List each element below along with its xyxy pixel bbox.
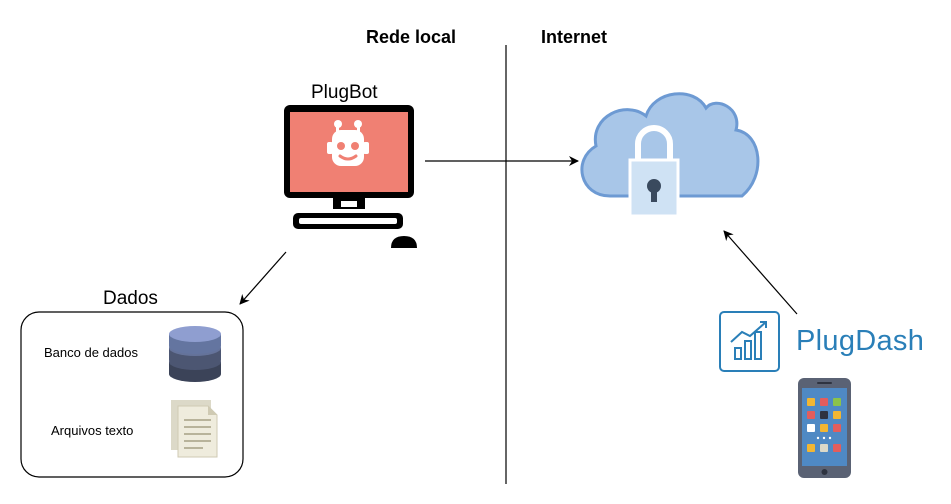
plugbot-label: PlugBot <box>311 82 378 103</box>
arrow-plugbot-to-dados <box>239 251 287 305</box>
dados-label: Dados <box>103 288 158 309</box>
text-file-icon <box>171 400 218 458</box>
header-local-network: Rede local <box>366 27 457 47</box>
text-files-label: Arquivos texto <box>51 423 134 438</box>
chart-logo-icon <box>719 311 780 372</box>
robot-computer-icon <box>284 105 417 248</box>
plugdash-label: PlugDash <box>796 325 925 357</box>
arrow-plugdash-to-cloud <box>723 230 798 315</box>
smartphone-icon <box>798 378 851 478</box>
secure-cloud-icon <box>580 92 760 218</box>
header-internet: Internet <box>541 27 608 47</box>
database-icon <box>169 326 221 382</box>
database-label: Banco de dados <box>44 345 138 360</box>
